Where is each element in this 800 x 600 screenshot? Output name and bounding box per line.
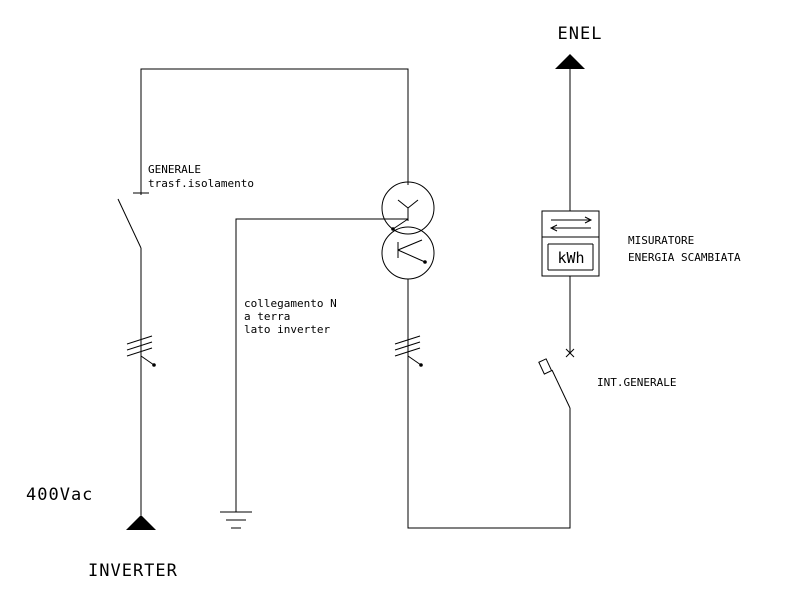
enel-arrow [555, 54, 585, 69]
isolation-transformer [381, 181, 435, 280]
top-loop-wire [140, 68, 409, 195]
int-generale-label: INT.GENERALE [597, 376, 676, 389]
enel-label: ENEL [558, 24, 603, 44]
neutral-label-line1: collegamento N [244, 297, 337, 310]
meter-label-line1: MISURATORE [628, 234, 694, 247]
voltage-label: 400Vac [26, 485, 93, 505]
neutral-label-line2: a terra [244, 310, 290, 323]
inverter-label: INVERTER [88, 561, 178, 581]
meter-label-line2: ENERGIA SCAMBIATA [628, 251, 741, 264]
int-generale-breaker [538, 348, 575, 409]
left-three-phase-mark [126, 335, 156, 367]
right-three-phase-mark [394, 335, 423, 367]
secondary-wire [407, 279, 571, 529]
energy-meter: kWh [541, 210, 600, 277]
generale-switch [117, 192, 149, 249]
meter-unit-label: kWh [557, 249, 584, 267]
generale-label-line2: trasf.isolamento [148, 177, 254, 190]
generale-label-line1: GENERALE [148, 163, 201, 176]
ground-icon [220, 511, 252, 529]
neutral-earth-wire [235, 218, 409, 512]
neutral-label-line3: lato inverter [244, 323, 330, 336]
inverter-arrow [126, 515, 156, 530]
